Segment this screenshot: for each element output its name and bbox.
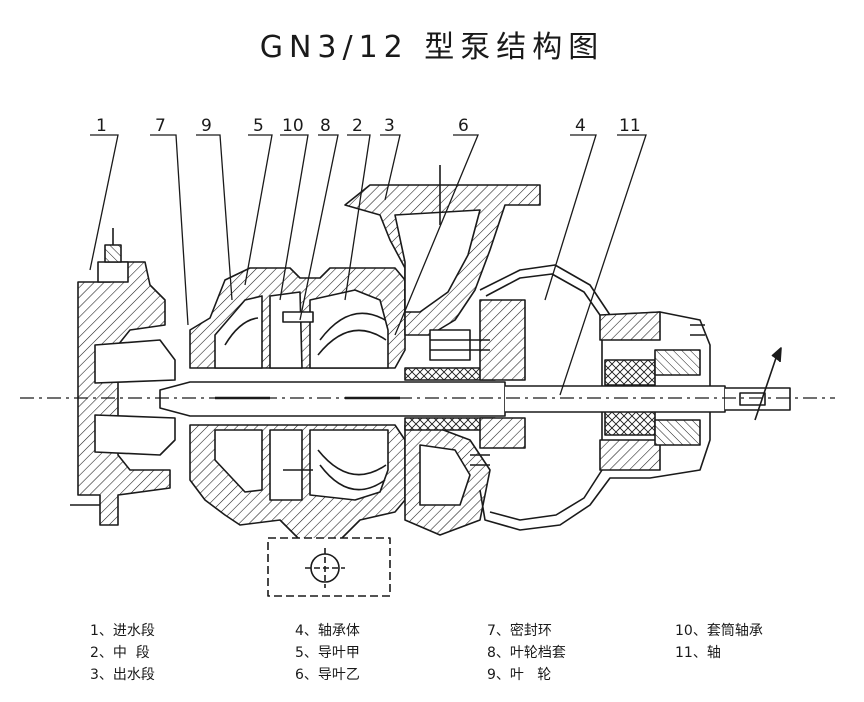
shaft (159, 381, 791, 417)
callout-7: 7 (155, 116, 166, 136)
callout-11: 11 (619, 116, 641, 136)
inlet-section (70, 228, 176, 526)
legend-item: 2、中 段 (90, 645, 150, 661)
callout-1: 1 (96, 116, 107, 136)
bearing-body (479, 264, 711, 531)
legend-item: 3、出水段 (90, 667, 155, 683)
legend-item: 1、进水段 (90, 623, 155, 639)
legend-item: 10、套筒轴承 (675, 623, 763, 639)
stage-casing-upper (189, 267, 406, 369)
stage-casing-lower (189, 424, 406, 541)
rotation-arrow (754, 351, 779, 421)
arrow-head (771, 347, 782, 363)
outlet-section (344, 165, 541, 536)
legend-item: 7、密封环 (487, 623, 552, 639)
legend-item: 6、导叶乙 (295, 667, 360, 683)
legend-item: 11、轴 (675, 645, 721, 661)
sleeve-bearing (404, 299, 526, 466)
legend-item: 5、导叶甲 (295, 645, 360, 661)
callout-5: 5 (253, 116, 264, 136)
callout-9: 9 (201, 116, 212, 136)
legend-item: 9、叶 轮 (487, 667, 552, 683)
legend-item: 8、叶轮档套 (487, 645, 566, 661)
callout-10: 10 (282, 116, 304, 136)
callout-3: 3 (384, 116, 395, 136)
diagram-title: GN3/12 型泵结构图 (259, 30, 605, 65)
mounting-foot (267, 537, 391, 597)
callout-2: 2 (352, 116, 363, 136)
callout-4: 4 (575, 116, 586, 136)
callout-8: 8 (320, 116, 331, 136)
leader-lines (89, 134, 647, 396)
callout-6: 6 (458, 116, 469, 136)
legend-item: 4、轴承体 (295, 623, 360, 639)
